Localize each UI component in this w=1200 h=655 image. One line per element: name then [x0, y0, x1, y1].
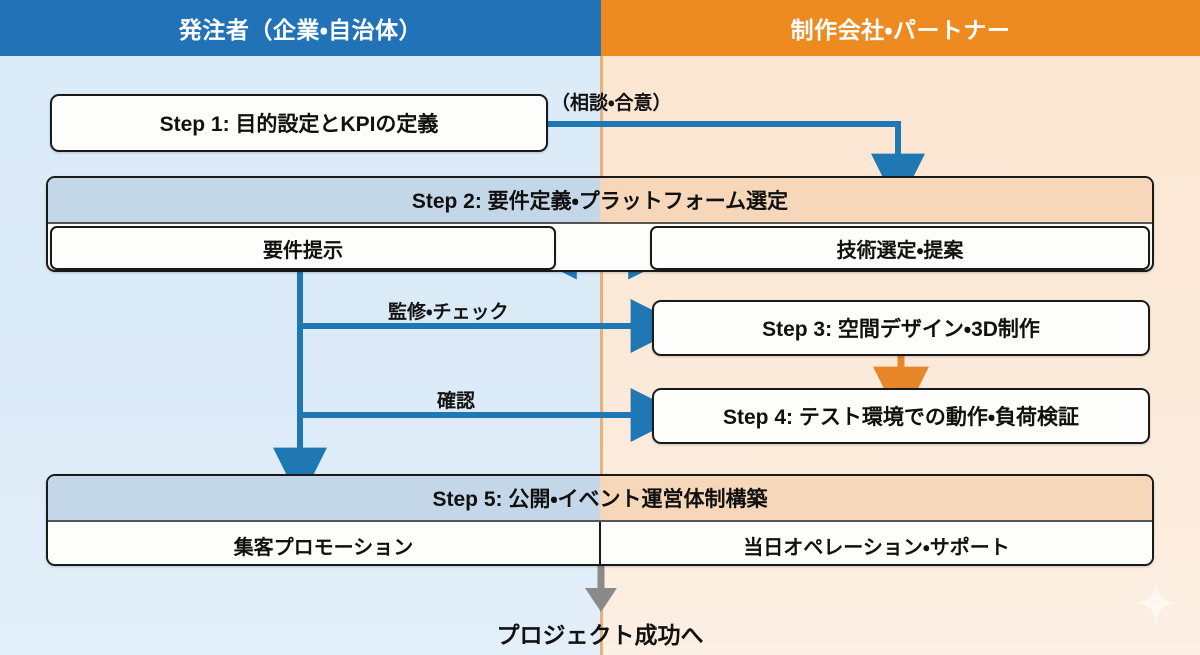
lane-header: 発注者（企業・自治体） 制作会社・パートナー — [0, 0, 1200, 56]
step-5-group: Step 5: 公開・イベント運営体制構築 集客プロモーション 当日オペレーショ… — [46, 474, 1154, 566]
step-5-partner-cell[interactable]: 当日オペレーション・サポート — [599, 522, 1152, 564]
step-2-title: Step 2: 要件定義・プラットフォーム選定 — [48, 178, 1152, 224]
lane-divider — [600, 56, 603, 655]
label-consult-agreement: （相談・合意） — [551, 93, 672, 114]
lane-header-partner: 制作会社・パートナー — [601, 0, 1200, 56]
step-3-box[interactable]: Step 3: 空間デザイン・3D制作 — [652, 300, 1150, 356]
lane-header-client: 発注者（企業・自治体） — [0, 0, 601, 56]
step-2-client-cell[interactable]: 要件提示 — [50, 226, 556, 270]
step-5-client-cell[interactable]: 集客プロモーション — [48, 522, 599, 564]
step-5-cells: 集客プロモーション 当日オペレーション・サポート — [48, 522, 1152, 564]
step-1-box[interactable]: Step 1: 目的設定とKPIの定義 — [50, 94, 548, 152]
label-supervise-check: 監修・チェック — [388, 302, 509, 323]
step-5-title: Step 5: 公開・イベント運営体制構築 — [48, 476, 1152, 522]
step-4-box[interactable]: Step 4: テスト環境での動作・負荷検証 — [652, 388, 1150, 444]
goal-label: プロジェクト成功へ — [496, 622, 704, 648]
label-confirm: 確認 — [437, 391, 476, 412]
step-2-partner-cell[interactable]: 技術選定・提案 — [650, 226, 1150, 270]
